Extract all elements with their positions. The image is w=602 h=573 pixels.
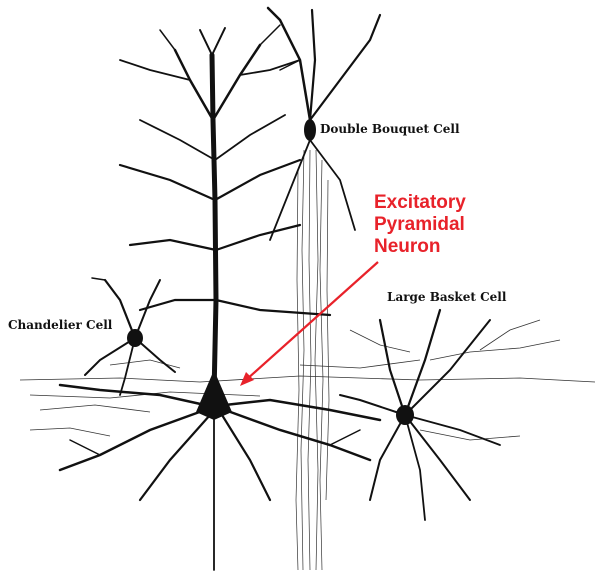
axon-plexus [19,319,596,441]
chandelier-label: Chandelier Cell [8,318,113,332]
large-basket-cell [339,308,501,521]
pyramidal-pointer-arrow [240,261,379,386]
double-bouquet-soma [304,119,316,141]
chandelier-soma [127,329,143,347]
double-bouquet-axon-bundle [295,149,330,571]
chandelier-cell [84,277,176,396]
pyramidal-soma [196,370,232,420]
pyramidal-label-line2: Pyramidal [374,214,465,235]
pyramidal-neuron [58,24,382,571]
double-bouquet-cell [266,6,382,241]
pyramidal-neuron-label: Excitatory Pyramidal Neuron [374,192,466,258]
large-basket-soma [396,405,414,425]
pyramidal-label-line1: Excitatory [374,192,466,213]
double-bouquet-label: Double Bouquet Cell [320,122,460,136]
pyramidal-label-line3: Neuron [374,236,441,257]
large-basket-label: Large Basket Cell [387,290,507,304]
